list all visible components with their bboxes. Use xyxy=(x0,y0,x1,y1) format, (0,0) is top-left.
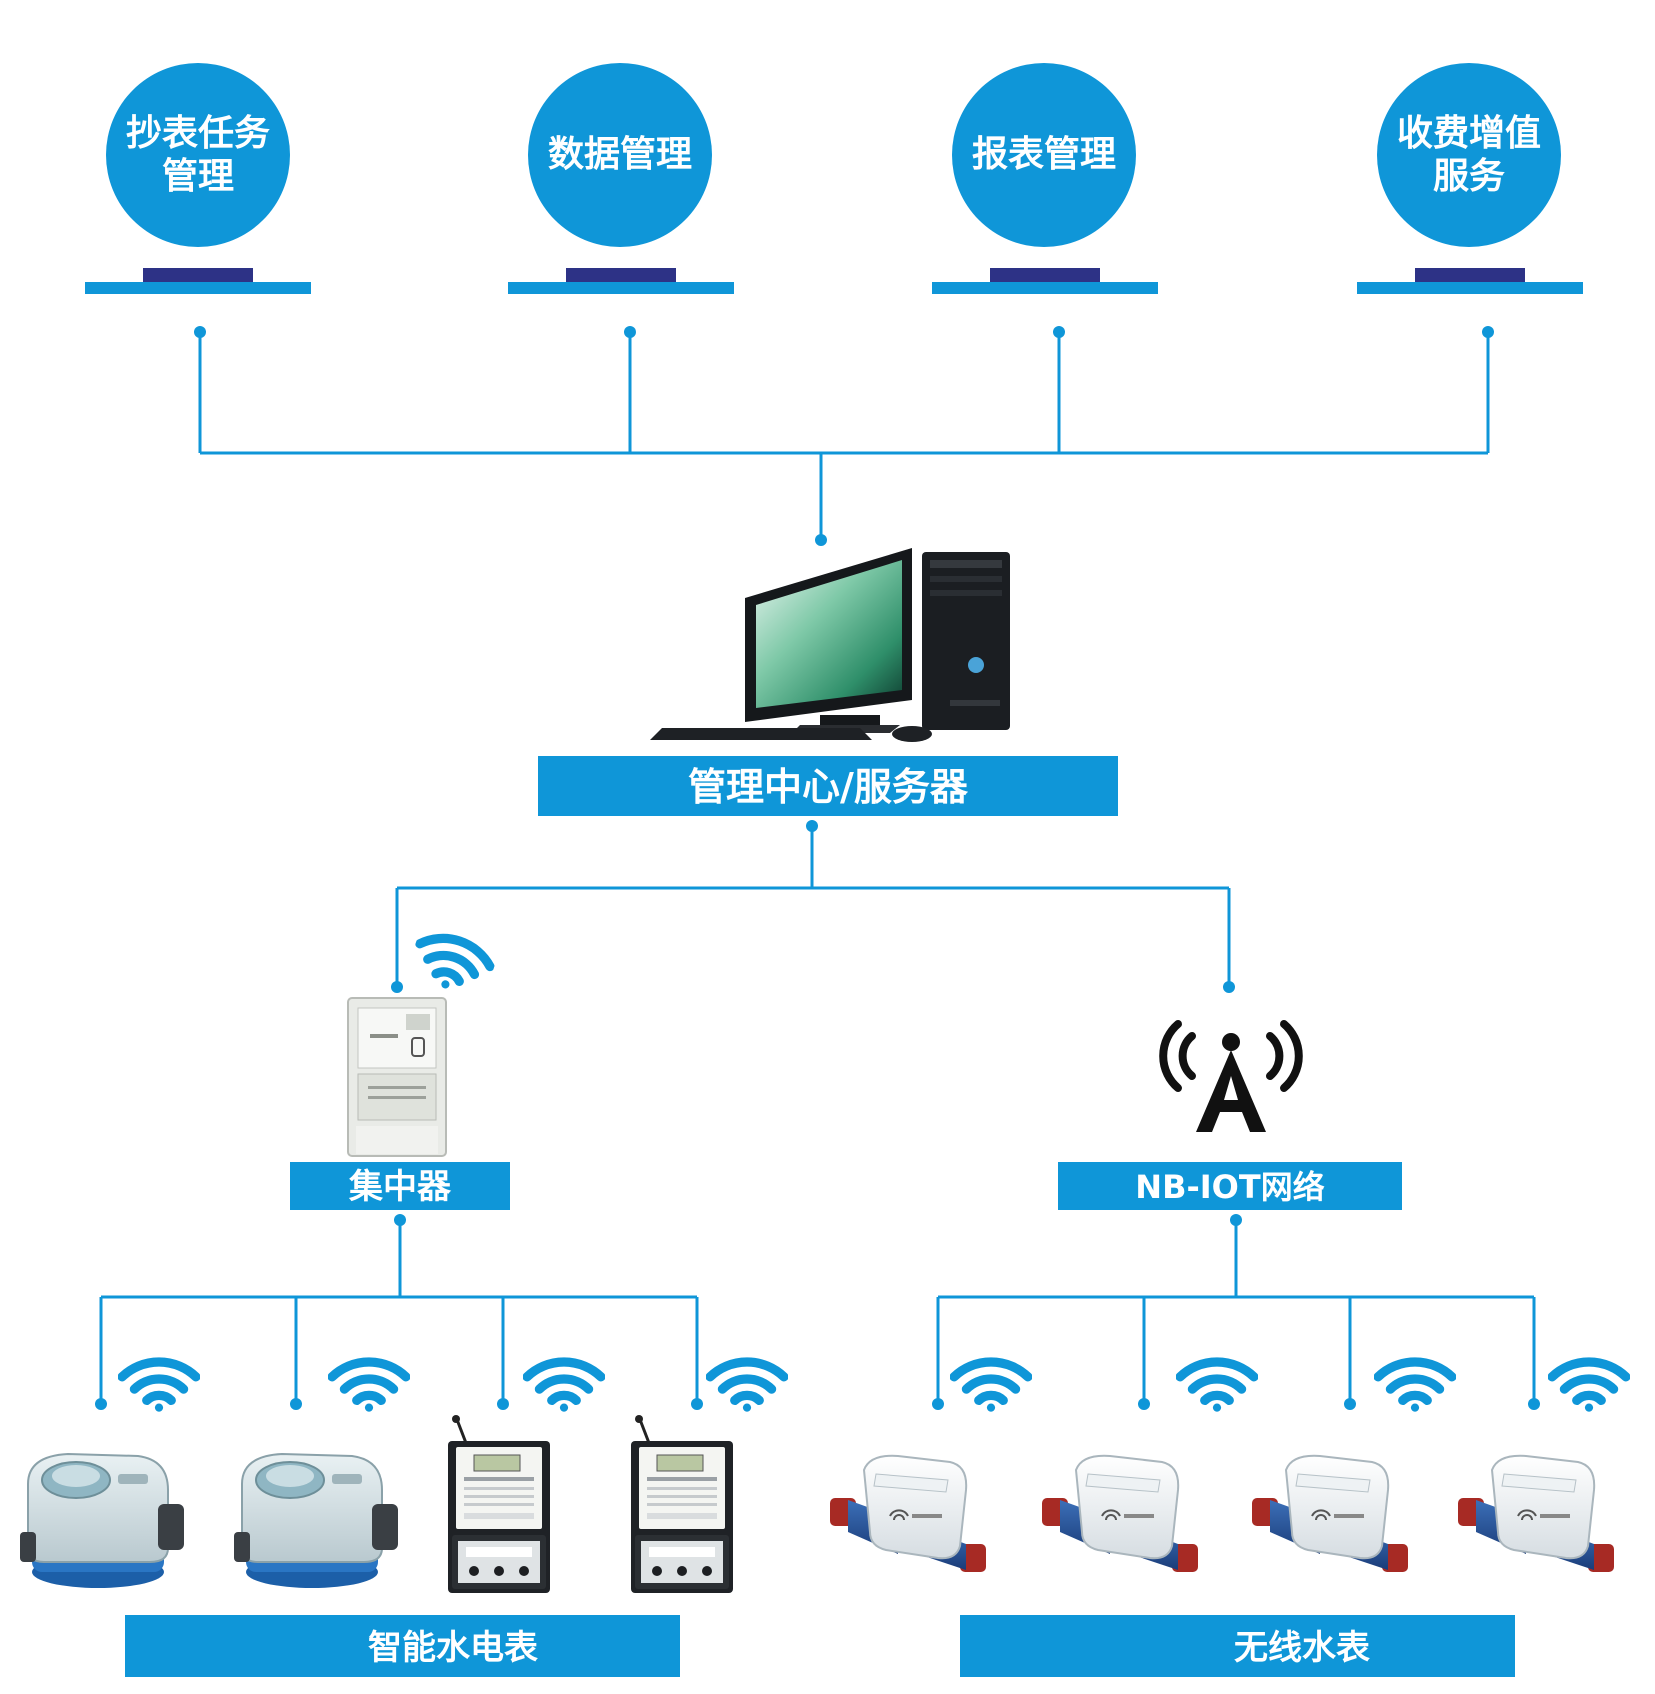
connector-dots xyxy=(194,326,1494,546)
wireless-water-meter xyxy=(1041,1454,1199,1573)
server-label-box: 管理中心/服务器 xyxy=(538,756,1118,816)
service-node[interactable]: 报表管理 xyxy=(932,63,1158,294)
left-group-label: 智能水电表 xyxy=(368,1628,538,1668)
service-circle xyxy=(528,63,712,247)
wireless-water-meter xyxy=(1251,1454,1409,1573)
node-stand xyxy=(143,268,253,282)
smart-electric-meter xyxy=(446,1414,552,1595)
node-stand xyxy=(990,268,1100,282)
node-base xyxy=(85,282,311,294)
service-circle xyxy=(1377,63,1561,247)
connector-bottom xyxy=(99,1220,1536,1404)
server-label: 管理中心/服务器 xyxy=(688,765,969,809)
node-base xyxy=(932,282,1158,294)
wifi-icon xyxy=(1552,1362,1626,1412)
node-stand xyxy=(1415,268,1525,282)
wifi-icon xyxy=(332,1362,406,1412)
wifi-icon xyxy=(1180,1362,1254,1412)
service-circle xyxy=(952,63,1136,247)
service-label-line2: 管理 xyxy=(162,156,234,197)
nbiot-label: NB-IOT网络 xyxy=(1135,1168,1324,1206)
wifi-icon xyxy=(409,930,495,1000)
connector-middle xyxy=(395,826,1231,987)
service-node[interactable]: 数据管理 xyxy=(508,63,734,294)
wireless-water-meter xyxy=(1457,1454,1615,1573)
antenna-signal-icon xyxy=(1159,1020,1303,1132)
concentrator-label-box: 集中器 xyxy=(290,1162,510,1210)
right-group-label: 无线水表 xyxy=(1234,1628,1370,1668)
service-label-line1: 数据管理 xyxy=(548,134,692,175)
service-label-line1: 收费增值 xyxy=(1397,113,1541,154)
wifi-icon xyxy=(954,1362,1028,1412)
nbiot-label-box: NB-IOT网络 xyxy=(1058,1162,1402,1210)
smart-electric-meter xyxy=(629,1414,735,1595)
smart-water-meter xyxy=(19,1453,185,1589)
wifi-icon xyxy=(710,1362,784,1412)
connector-dots xyxy=(391,820,1235,993)
wifi-icon xyxy=(527,1362,601,1412)
service-node[interactable]: 抄表任务 管理 xyxy=(85,63,311,294)
node-base xyxy=(508,282,734,294)
service-node[interactable]: 收费增值 服务 xyxy=(1357,63,1583,294)
concentrator-label: 集中器 xyxy=(348,1167,452,1207)
service-label-line1: 抄表任务 xyxy=(126,113,270,154)
service-label-line2: 服务 xyxy=(1433,156,1505,197)
wireless-water-meter xyxy=(829,1454,987,1573)
wifi-icon xyxy=(122,1362,196,1412)
connector-dots xyxy=(95,1214,1540,1410)
service-circle xyxy=(106,63,290,247)
service-label-line1: 报表管理 xyxy=(972,134,1116,175)
connector-top xyxy=(198,332,1490,540)
desktop-computer-icon xyxy=(650,548,1010,742)
node-base xyxy=(1357,282,1583,294)
smart-water-meter xyxy=(233,1453,399,1589)
wifi-icon xyxy=(1378,1362,1452,1412)
node-stand xyxy=(566,268,676,282)
concentrator-device xyxy=(347,997,447,1157)
right-group-label-box: 无线水表 xyxy=(960,1615,1515,1677)
left-group-label-box: 智能水电表 xyxy=(125,1615,680,1677)
